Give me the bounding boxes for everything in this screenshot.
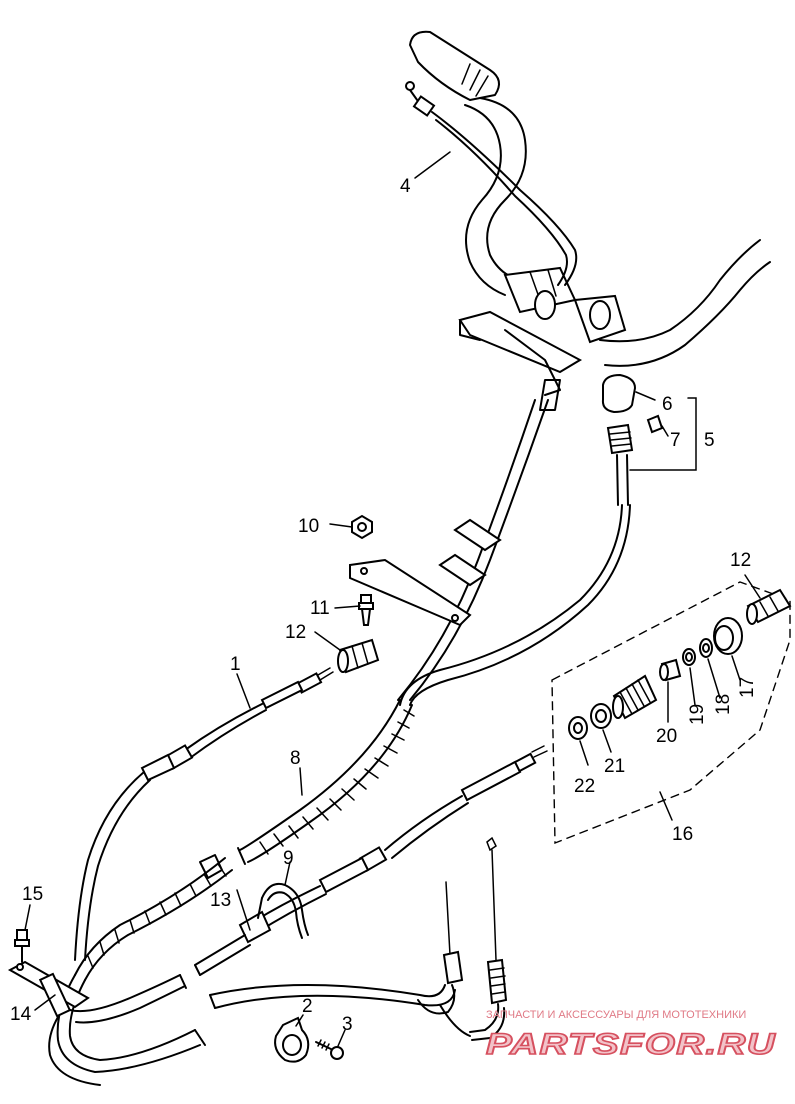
screw-3: [315, 1039, 344, 1060]
callout-4: 4: [400, 176, 411, 197]
callout-15: 15: [22, 884, 43, 905]
callout-8: 8: [290, 748, 301, 769]
bolt-11: [358, 594, 374, 626]
main-cable-run: [397, 399, 549, 701]
sleeve-12-left: [337, 638, 380, 674]
callout-7: 7: [670, 430, 681, 451]
callout-12-right: 12: [730, 550, 751, 571]
fitting-5: [399, 373, 697, 706]
callout-10: 10: [298, 516, 319, 537]
callout-12-left: 12: [285, 622, 306, 643]
clamp-14: [7, 960, 90, 1018]
callout-5: 5: [704, 430, 715, 451]
callout-6: 6: [662, 394, 673, 415]
callout-13: 13: [210, 890, 231, 911]
watermark: ЗАПЧАСТИ И АКСЕССУАРЫ ДЛЯ МОТОТЕХНИКИ PA…: [485, 1009, 776, 1062]
clip-9: [257, 882, 309, 939]
part-21-seal: [590, 703, 612, 729]
part-20-collar: [659, 658, 682, 682]
part-12-right: [746, 588, 792, 625]
cable-4: [405, 81, 578, 286]
leader-lines: [24, 151, 761, 1047]
callout-14: 14: [10, 1004, 32, 1025]
callout-19: 19: [687, 704, 708, 725]
cable-13: [194, 745, 548, 1009]
part-22-washer: [568, 716, 588, 740]
frame-bracket: [458, 310, 583, 411]
cable-8-spiral: [74, 699, 415, 981]
callout-22: 22: [574, 776, 595, 797]
watermark-brand: PARTSFOR.RU: [486, 1028, 776, 1061]
callout-11: 11: [310, 598, 330, 619]
callout-21: 21: [604, 756, 625, 777]
callout-20: 20: [656, 726, 677, 747]
callout-9: 9: [283, 848, 294, 869]
part-17-nut: [713, 617, 743, 655]
part-19-washer: [682, 648, 696, 666]
handlebar: [409, 30, 771, 367]
kit-16-outline: [551, 581, 791, 845]
part-18-washer: [699, 638, 713, 658]
callout-16: 16: [672, 824, 693, 845]
callouts: 4 6 7 5 10 11 12 12 1 8 9 13 15 14 2 3 1…: [10, 176, 758, 1035]
watermark-tagline: ЗАПЧАСТИ И АКСЕССУАРЫ ДЛЯ МОТОТЕХНИКИ: [486, 1009, 746, 1021]
callout-17: 17: [737, 677, 758, 698]
callout-3: 3: [342, 1014, 353, 1035]
clamp-2: [274, 1016, 310, 1063]
part-threaded-adjuster: [612, 674, 658, 720]
bolt-15: [14, 929, 30, 963]
nut-10: [351, 514, 373, 540]
cable-1: [74, 667, 334, 961]
callout-1: 1: [230, 654, 241, 675]
throttle-cables: [417, 836, 508, 1041]
callout-18: 18: [713, 694, 734, 715]
mounting-bracket: [349, 558, 472, 627]
callout-2: 2: [302, 996, 313, 1017]
